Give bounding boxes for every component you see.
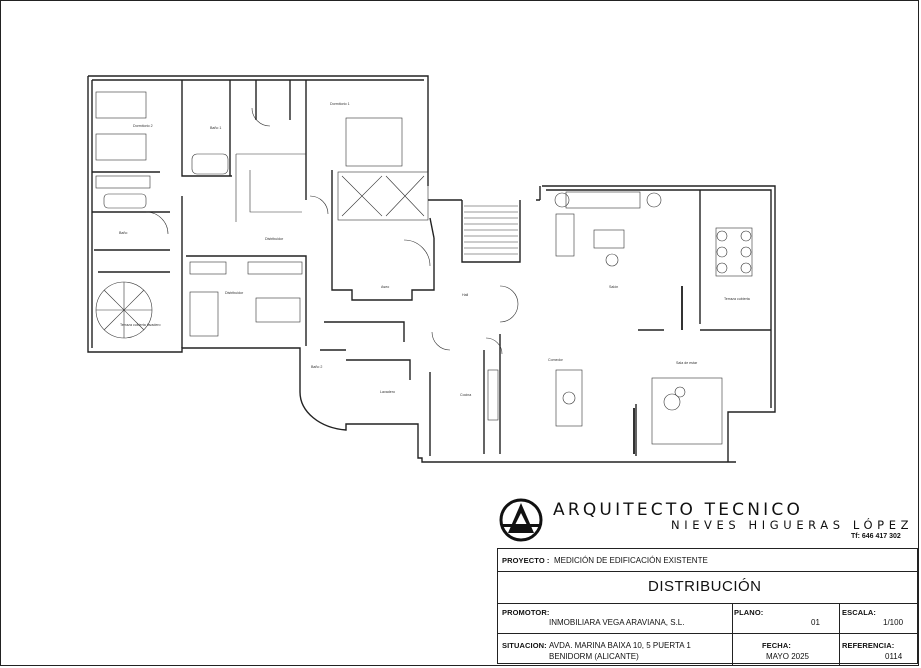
- company-name: ARQUITECTO TECNICO: [553, 500, 804, 520]
- door-hall: [499, 285, 519, 323]
- sofa-left: [555, 213, 575, 257]
- room-label-aseo: Aseo: [381, 285, 389, 289]
- divider-v2: [839, 603, 840, 665]
- stair-block: [428, 199, 540, 263]
- room-label-dormitorio-1: Dormitorio 1: [330, 102, 350, 106]
- fecha-value: MAYO 2025: [766, 652, 809, 661]
- service-wall: [320, 321, 411, 380]
- proyecto-value: MEDICIÓN DE EDIFICACIÓN EXISTENTE: [554, 556, 708, 565]
- promotor-label: PROMOTOR:: [502, 608, 550, 617]
- kitchen-counter: [487, 369, 499, 421]
- bed-dorm2-b: [95, 133, 147, 161]
- room-label-distribuidor: Distribuidor: [265, 237, 284, 241]
- room-label-bano-1: Baño 1: [210, 126, 221, 130]
- proyecto-row: PROYECTO : MEDICIÓN DE EDIFICACIÓN EXIST…: [498, 549, 917, 572]
- plano-label: PLANO:: [734, 608, 764, 617]
- right-wing-inner: [546, 189, 772, 408]
- phone-number: Tf: 646 417 302: [851, 533, 901, 540]
- bath-wall: [229, 80, 291, 176]
- room-label-lavadero: Lavadero: [380, 390, 395, 394]
- door-c: [403, 239, 431, 267]
- promotor-value: INMOBILIARA VEGA ARAVIANA, S.L.: [549, 618, 685, 627]
- stair-treads: [464, 205, 518, 255]
- bed-dorm1: [345, 117, 403, 167]
- right-wing-outline: [539, 185, 776, 462]
- elevator-shaft: [337, 171, 429, 221]
- room-label-sala-estar: Sala de estar: [676, 361, 698, 365]
- promotor-row: PROMOTOR: INMOBILIARA VEGA ARAVIANA, S.L…: [498, 603, 917, 634]
- fecha-label: FECHA:: [762, 641, 791, 650]
- room-label-terraza-cubierta: Terraza cubierta: [724, 297, 750, 301]
- bed-dist-b: [255, 297, 301, 323]
- sofa-lower: [651, 377, 723, 445]
- drawing-title-row: DISTRIBUCIÓN: [498, 571, 917, 604]
- dining-centerpiece: [562, 391, 576, 405]
- central-outline: [299, 360, 736, 463]
- door-b: [251, 107, 271, 127]
- situacion-line-1: AVDA. MARINA BAIXA 10, 5 PUERTA 1: [549, 641, 691, 650]
- bed-dist: [189, 291, 219, 337]
- walk-in-closet: [235, 153, 306, 222]
- room-label-bano: Baño: [119, 231, 127, 235]
- drawing-title: DISTRIBUCIÓN: [648, 578, 762, 595]
- wardrobe-b: [189, 261, 227, 275]
- room-label-distribuidor-b: Distribuidor: [225, 291, 244, 295]
- coffee-table: [593, 229, 625, 249]
- kitchen-wall: [429, 334, 501, 456]
- sofa-top: [565, 191, 641, 209]
- hall-wall: [331, 170, 435, 301]
- proyecto-label: PROYECTO :: [502, 556, 550, 565]
- corridor-wall: [92, 171, 170, 273]
- bedroom2-wall: [186, 255, 307, 346]
- lamp-b: [646, 192, 662, 208]
- situacion-label: SITUACION:: [502, 641, 547, 650]
- room-label-terraza: Terraza cubierta lavadero: [120, 323, 161, 327]
- escala-value: 1/100: [883, 618, 904, 627]
- door-d: [431, 331, 451, 351]
- dining-table: [555, 369, 583, 427]
- wardrobe-a: [95, 175, 151, 189]
- bathtub-b: [103, 193, 147, 209]
- terrace-table: [715, 227, 753, 277]
- referencia-label: REFERENCIA:: [842, 641, 895, 650]
- dining-wall: [638, 190, 771, 331]
- architect-name: NIEVES HIGUERAS LÓPEZ: [671, 518, 914, 532]
- escala-label: ESCALA:: [842, 608, 877, 617]
- left-wing-outline: [87, 75, 429, 360]
- lamp-c: [605, 253, 619, 267]
- room-label-cocina: Cocina: [460, 393, 471, 397]
- bathtub: [191, 153, 229, 175]
- referencia-value: 0114: [885, 652, 903, 661]
- elevator-cross: [341, 175, 425, 217]
- architect-logo: [499, 498, 543, 542]
- plano-value: 01: [811, 618, 820, 627]
- room-label-dormitorio-2: Dormitorio 2: [133, 124, 153, 128]
- title-block: PROYECTO : MEDICIÓN DE EDIFICACIÓN EXIST…: [497, 548, 918, 665]
- door-e: [485, 337, 503, 355]
- divider-v1: [732, 603, 733, 665]
- situacion-line-2: BENIDORM (ALICANTE): [549, 652, 639, 661]
- door-a: [145, 211, 169, 235]
- room-label-comedor: Comedor: [548, 358, 564, 362]
- room-label-bano-2: Baño 2: [311, 365, 322, 369]
- room-label-salon: Salón: [609, 285, 618, 289]
- door-f: [309, 195, 329, 215]
- wardrobe-c: [247, 261, 303, 275]
- situacion-row: SITUACION: AVDA. MARINA BAIXA 10, 5 PUER…: [498, 633, 917, 665]
- bed-dorm2-a: [95, 91, 147, 119]
- left-wing-inner: [91, 79, 424, 348]
- bedroom-split: [181, 80, 307, 348]
- room-label-hall: Hall: [462, 293, 468, 297]
- lamp-a: [554, 192, 570, 208]
